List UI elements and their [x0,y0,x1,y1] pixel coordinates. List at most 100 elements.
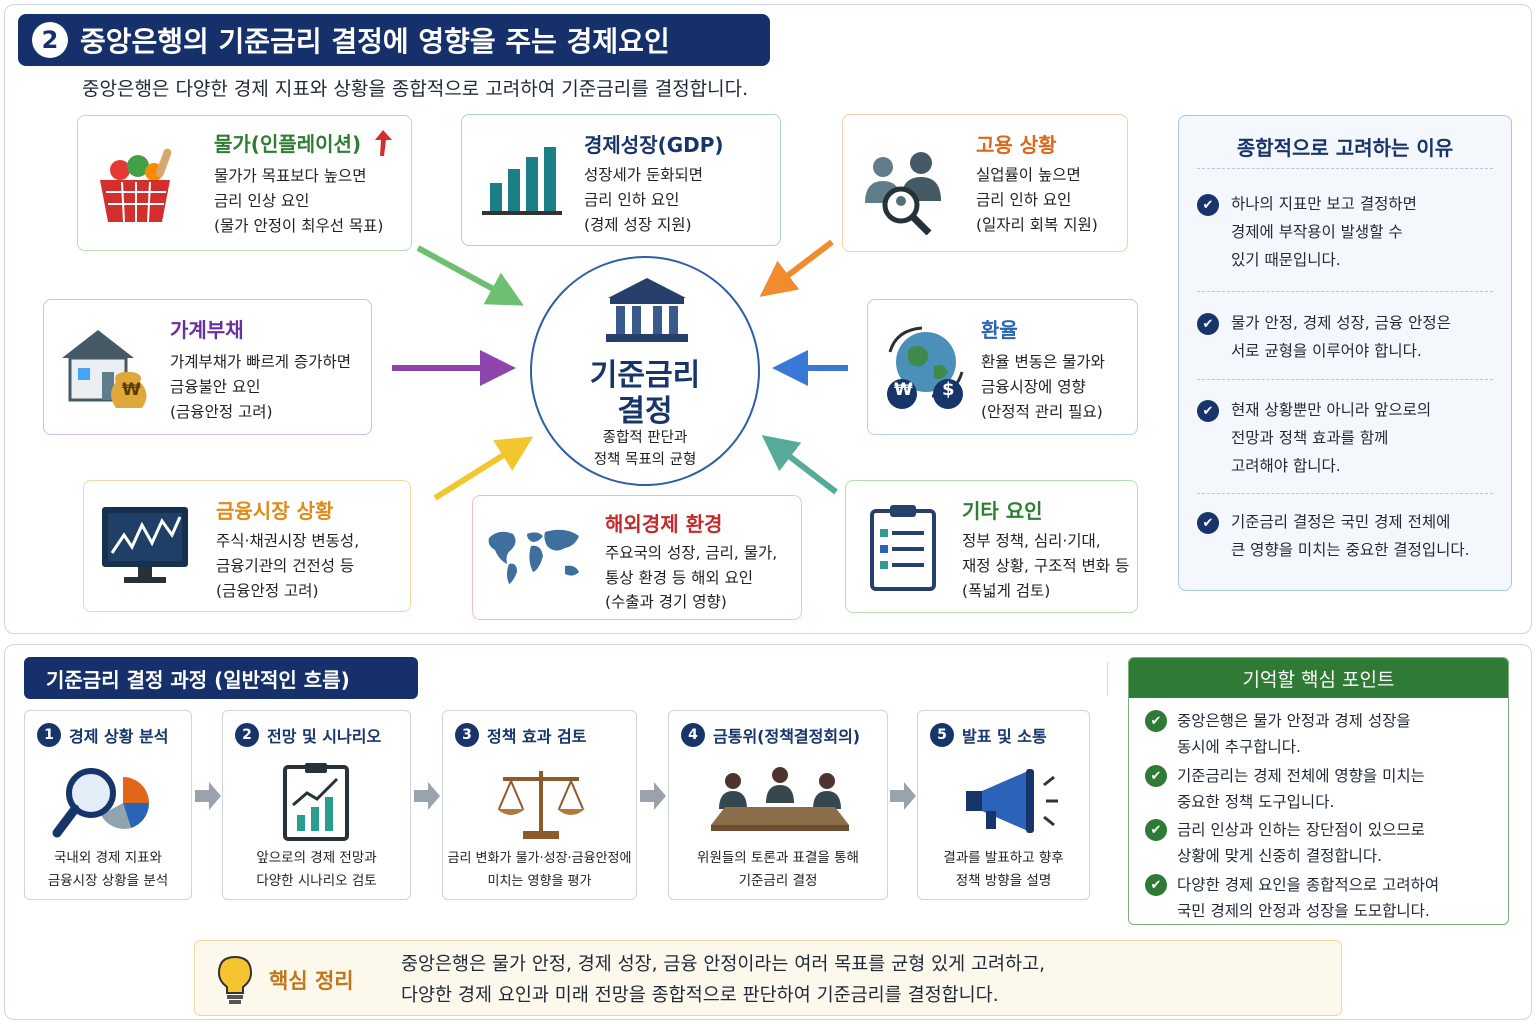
house-money-icon [62,330,147,408]
lightbulb-icon [217,955,253,1004]
summary-line-2: 다양한 경제 요인과 미래 전망을 종합적으로 판단하여 기준금리를 결정합니다… [401,985,999,1006]
clipboard-checklist-icon [870,505,936,591]
summary-box: 핵심 정리 중앙은행은 물가 안정, 경제 성장, 금융 안정이라는 여러 목표… [194,940,1342,1016]
factor-line-gdp-3: (경제 성장 지원) [584,216,692,234]
factor-line-gdp-1: 성장세가 둔화되면 [584,166,704,184]
flow-arrow-icon [640,782,666,810]
arrow-price [416,245,524,306]
intro-text: 중앙은행은 다양한 경제 지표와 상황을 종합적으로 고려하여 기준금리를 결정… [82,78,749,100]
dollar-coin-symbol: $ [942,379,955,400]
factor-title-price: 물가(인플레이션) [214,132,362,156]
factor-line-price-2: 금리 인상 요인 [214,192,310,210]
scales-icon [497,771,585,839]
factor-line-employment-2: 금리 인하 요인 [976,191,1072,209]
factor-line-household-1: 가계부채가 빠르게 증가하면 [170,353,351,371]
check-icon: ✔ [1197,313,1219,335]
arrow-market [433,436,534,501]
section-title: 중앙은행의 기준금리 결정에 영향을 주는 경제요인 [80,25,670,58]
arrows-layer [392,239,848,501]
factor-title-other: 기타 요인 [962,499,1043,523]
summary-line-1: 중앙은행은 물가 안정, 경제 성장, 금융 안정이라는 여러 목표를 균형 있… [401,954,1045,975]
bank-building-icon [606,278,688,342]
stock-monitor-icon [102,507,188,583]
check-icon: ✔ [1145,710,1167,732]
check-icon: ✔ [1145,819,1167,841]
forecast-chart-icon [283,763,349,841]
section-header: 2 중앙은행의 기준금리 결정에 영향을 주는 경제요인 [18,14,770,66]
factor-line-gdp-2: 금리 인하 요인 [584,191,680,209]
summary-label: 핵심 정리 [269,969,354,993]
factor-card-employment: 고용 상황 실업률이 높으면 금리 인하 요인 (일자리 회복 지원) [842,114,1128,252]
factor-line-overseas-3: (수출과 경기 영향) [605,593,727,611]
reasons-title: 종합적으로 고려하는 이유 [1236,136,1454,160]
bar-chart-icon [482,147,562,215]
won-coin-symbol: ₩ [894,380,913,400]
factor-line-household-2: 금융불안 요인 [170,378,261,396]
center-sub-2: 정책 목표의 균형 [593,452,697,468]
factor-line-household-3: (금융안정 고려) [170,403,273,421]
factor-line-other-2: 재정 상황, 구조적 변화 등 [962,557,1130,575]
shopping-basket-icon [100,148,172,223]
factor-line-employment-1: 실업률이 높으면 [976,166,1081,184]
factor-card-price: 물가(인플레이션) 물가가 목표보다 높으면 금리 인상 요인 (물가 안정이 … [77,115,412,251]
flow-arrow-icon [195,782,221,810]
factor-card-other: 기타 요인 정부 정책, 심리·기대, 재정 상황, 구조적 변화 등 (폭넓게… [845,480,1138,613]
factor-line-price-1: 물가가 목표보다 높으면 [214,167,367,185]
factor-title-employment: 고용 상황 [976,133,1057,157]
megaphone-icon [966,769,1058,833]
center-sub-1: 종합적 판단과 [602,430,688,446]
factor-card-exchange: ₩ $ 환율 환율 변동은 물가와 금융시장에 영향 (안정적 관리 필요) [867,299,1138,435]
globe-currency-icon [887,326,964,409]
factor-card-household: ₩ 가계부채 가계부채가 빠르게 증가하면 금융불안 요인 (금융안정 고려) [43,299,372,435]
world-map-icon [488,529,579,584]
factor-title-overseas: 해외경제 환경 [605,512,723,536]
factor-line-other-1: 정부 정책, 심리·기대, [962,532,1101,550]
factor-line-employment-3: (일자리 회복 지원) [976,216,1098,234]
factor-line-overseas-1: 주요국의 성장, 금리, 물가, [605,544,778,562]
factor-card-overseas: 해외경제 환경 주요국의 성장, 금리, 물가, 통상 환경 등 해외 요인 (… [472,495,802,620]
center-title-1: 기준금리 [589,358,701,393]
center-title-2: 결정 [617,394,673,429]
people-search-icon [865,152,941,235]
section-number: 2 [32,22,68,58]
factor-line-market-2: 금융기관의 건전성 등 [216,557,355,575]
arrow-up-icon [375,130,392,156]
process-title: 기준금리 결정 과정 (일반적인 흐름) [24,657,418,699]
factor-line-market-3: (금융안정 고려) [216,582,319,600]
factor-line-exchange-1: 환율 변동은 물가와 [981,353,1105,371]
flow-arrow-icon [890,782,916,810]
flow-arrow-icon [414,782,440,810]
central-decision-circle: 기준금리 결정 종합적 판단과 정책 목표의 균형 [530,256,760,486]
won-symbol: ₩ [122,380,141,400]
factor-line-other-3: (폭넓게 검토) [962,582,1051,600]
magnifier-pie-icon [52,768,150,838]
keypoints-title: 기억할 핵심 포인트 [1129,658,1508,698]
factor-title-market: 금융시장 상황 [216,499,334,523]
meeting-icon [711,767,849,831]
factor-line-exchange-3: (안정적 관리 필요) [981,403,1103,421]
factor-title-gdp: 경제성장(GDP) [584,133,724,157]
arrow-employment [759,239,834,297]
check-icon: ✔ [1197,194,1219,216]
check-icon: ✔ [1197,512,1219,534]
arrow-other [761,435,838,495]
factor-line-price-3: (물가 안정이 최우선 목표) [214,217,384,235]
divider [1107,662,1108,696]
factor-title-exchange: 환율 [981,318,1018,342]
check-icon: ✔ [1197,400,1219,422]
factor-card-gdp: 경제성장(GDP) 성장세가 둔화되면 금리 인하 요인 (경제 성장 지원) [461,114,781,246]
